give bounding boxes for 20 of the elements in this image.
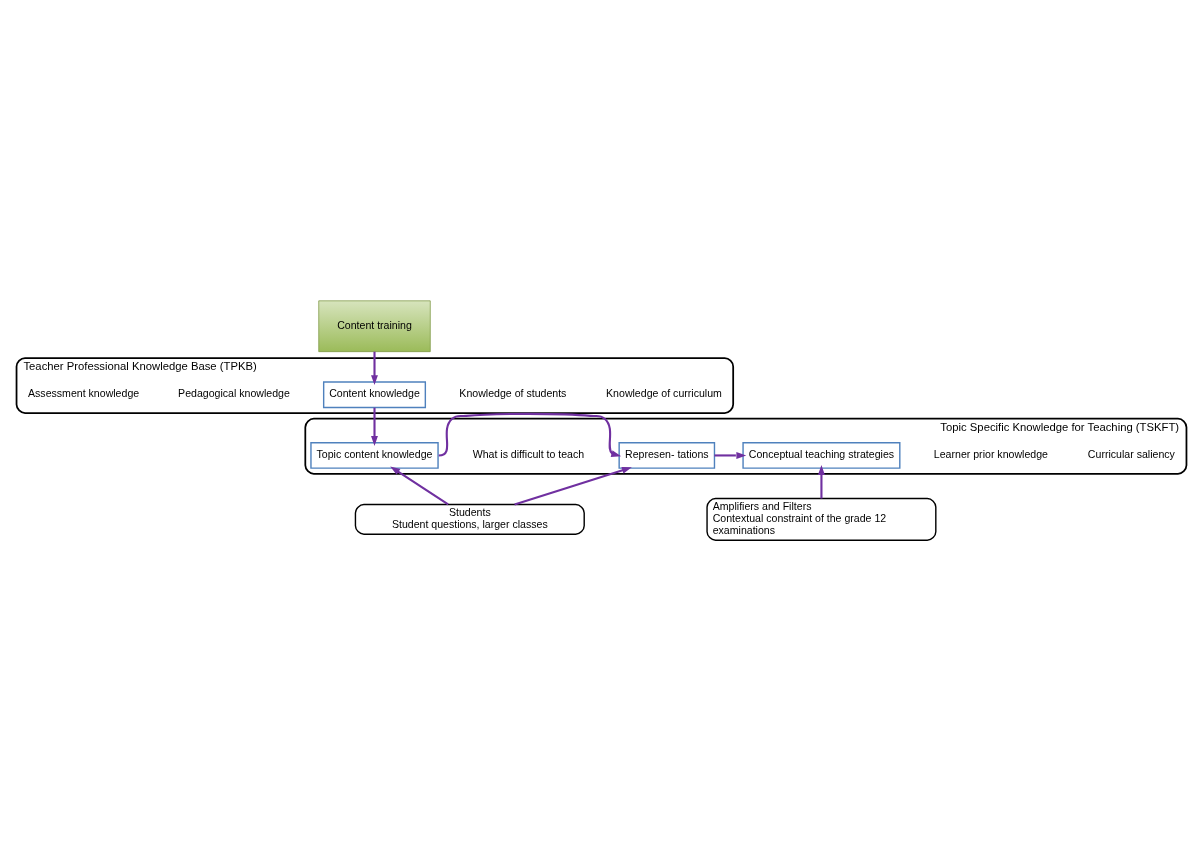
node-text: Learner prior knowledge [933, 447, 1048, 460]
arrow [371, 351, 378, 386]
node-text: Assessment knowledge [28, 387, 140, 400]
node-text: Knowledge of students [459, 387, 567, 400]
node-text: What is difficult to teach [472, 447, 585, 460]
node-text: Knowledge of curriculum [606, 387, 722, 400]
node-text: Curricular saliency [1087, 447, 1175, 460]
arrow [390, 466, 449, 506]
node-box: Conceptual teaching strategies [742, 442, 901, 469]
node-box: Topic content knowledge [310, 442, 439, 469]
node-box: Amplifiers and Filters Contextual constraint of the grade 12 examinations [706, 497, 937, 541]
arrow [817, 465, 825, 499]
node-box: Content training [318, 300, 431, 352]
arrow [371, 407, 378, 446]
arrow [514, 466, 632, 506]
arrow [714, 451, 747, 459]
node-box: Represen- tations [618, 442, 716, 469]
node-box: Students Student questions, larger classes [354, 503, 585, 535]
node-text: Pedagogical knowledge [178, 387, 290, 400]
node-box: Content knowledge [322, 381, 427, 409]
